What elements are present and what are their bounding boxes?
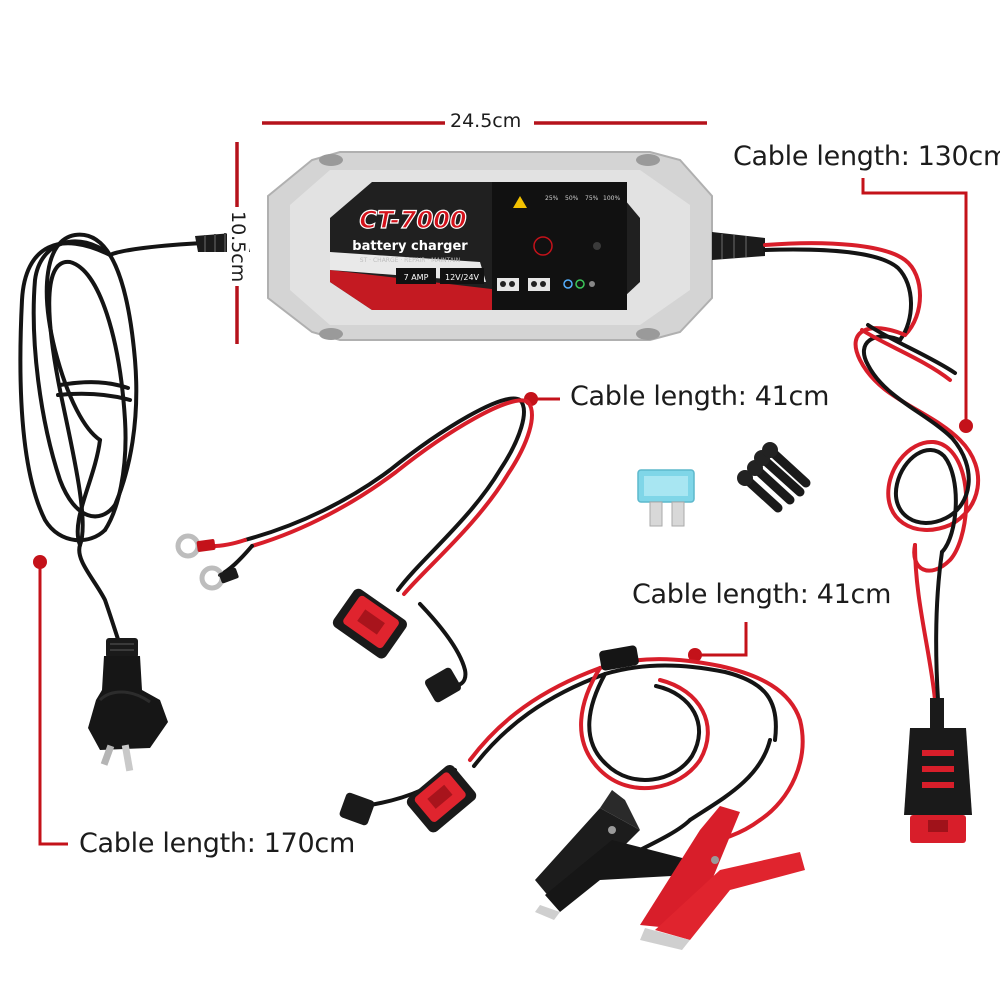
strain-relief-right: [712, 232, 765, 260]
charger-voltage-text: 12V/24V: [445, 273, 480, 282]
au-mains-plug-icon: [88, 638, 168, 772]
leader-line-170cm: [33, 555, 68, 846]
inline-fuse-holder-icon: [599, 645, 639, 671]
charger-amp-text: 7 AMP: [404, 273, 429, 282]
power-led-icon: [533, 236, 553, 256]
output-cable: [763, 241, 980, 702]
callout-ring-terminal-cable-length: Cable length: 41cm: [570, 381, 830, 412]
ring-terminal-red-icon: [175, 533, 216, 559]
charge-progress-marks: 25% 50% 75% 100%: [545, 195, 620, 202]
leader-line-130cm: [861, 178, 973, 433]
svg-text:100%: 100%: [603, 195, 620, 202]
sae-connector-middle: [332, 588, 407, 659]
red-battery-clamp-icon: [640, 806, 805, 950]
warning-icon: [513, 196, 527, 208]
svg-text:50%: 50%: [565, 195, 579, 202]
sae-connector-bottom: [406, 765, 477, 833]
svg-text:25%: 25%: [545, 195, 559, 202]
callout-output-cable-length: Cable length: 130cm: [733, 141, 1000, 172]
width-dimension-label: 24.5cm: [446, 110, 526, 132]
sae-cap-bottom: [339, 792, 375, 826]
height-dimension-label: 10.5cm: [227, 207, 249, 287]
sae-connector-right: [904, 698, 972, 843]
ring-terminal-black-icon: [199, 565, 239, 591]
blade-fuse-icon: [637, 469, 695, 527]
mounting-screws-icon: [737, 442, 811, 513]
sae-cap-middle: [424, 667, 462, 703]
charger-subtitle-text: battery charger: [352, 239, 468, 254]
black-battery-clamp-icon: [535, 790, 690, 920]
callout-power-cable-length: Cable length: 170cm: [79, 828, 355, 859]
mode-buttons: [497, 278, 595, 291]
power-cable: [18, 232, 207, 662]
battery-charger-unit: CT-7000 battery charger ST · CHARGE · RE…: [267, 151, 713, 341]
callout-clamp-cable-length: Cable length: 41cm: [632, 579, 892, 610]
charger-model-text: CT-7000: [359, 206, 466, 234]
svg-text:75%: 75%: [585, 195, 599, 202]
leader-line-41cm-bottom: [688, 622, 748, 662]
charger-modes-text: ST · CHARGE · REPAIR · MAINTAIN: [360, 257, 460, 264]
